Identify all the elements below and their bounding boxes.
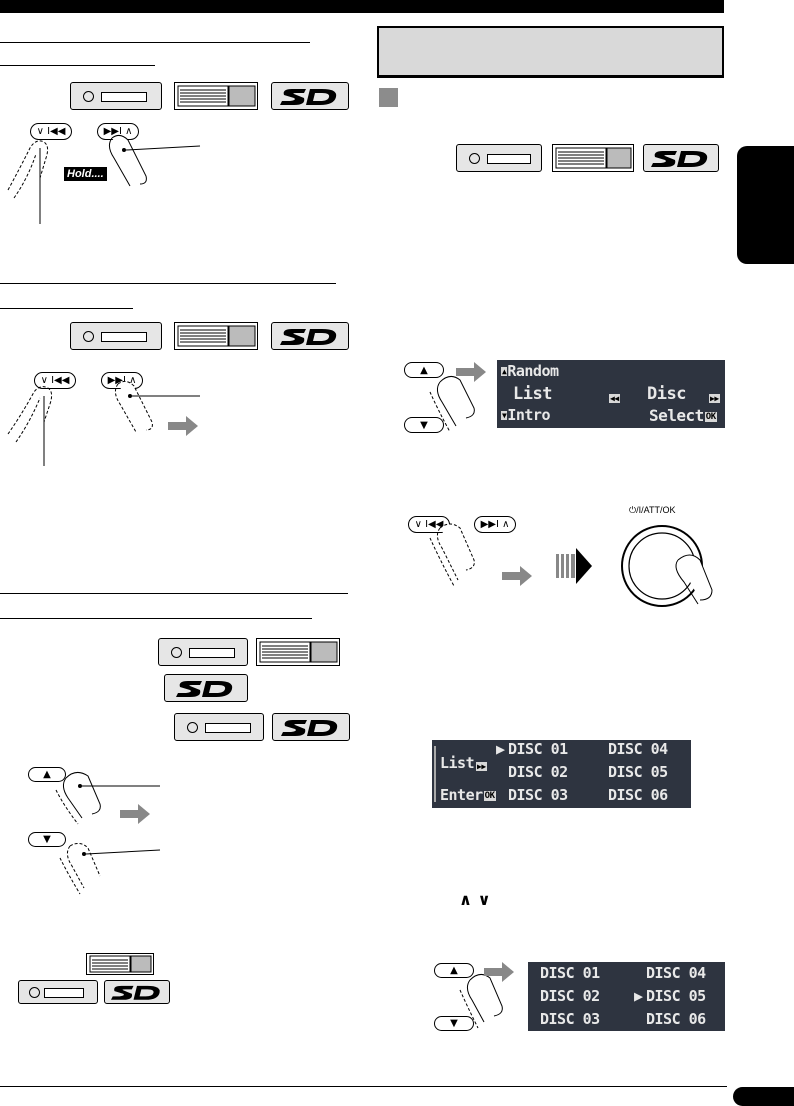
finger-press-illustration [7, 134, 201, 224]
cd-player-icon [70, 82, 162, 110]
cd-changer-icon [552, 144, 634, 172]
lcd-disc-list-selected: DISC 01 DISC 02 DISC 03 ▶ DISC 04 DISC 0… [528, 962, 725, 1031]
menu-option-disc: Disc [647, 384, 686, 404]
ok-button-label: ⏻/I/ATT/OK [629, 505, 676, 515]
finger-press-illustration [429, 362, 486, 433]
down-button[interactable]: ▼ [404, 417, 444, 433]
disc-item: DISC 02 [540, 987, 600, 1005]
heading-rule-2b [0, 308, 133, 309]
down-indicator-icon: ▼ [501, 411, 508, 420]
up-button[interactable]: ▲ [404, 362, 444, 378]
sd-card-icon [643, 144, 719, 172]
cd-player-icon [18, 980, 98, 1004]
skip-indicator-icon: ▶▶ [476, 762, 487, 771]
sd-card-icon [271, 82, 349, 110]
heading-rule-1a [0, 42, 310, 43]
cd-player-icon [456, 144, 542, 172]
up-button[interactable]: ▲ [28, 767, 66, 782]
cd-changer-icon [174, 322, 258, 350]
ok-indicator: OK [483, 790, 496, 801]
sd-card-icon [164, 674, 248, 702]
cd-player-icon [174, 713, 264, 741]
cd-changer-icon [174, 82, 258, 110]
disc-item: DISC 03 [508, 786, 568, 804]
finger-slide-illustration [7, 380, 200, 466]
prev-skip-button[interactable]: ∨ I◀◀ [34, 372, 76, 389]
skip-then-ok-illustration [429, 523, 713, 607]
heading-rule-3b [0, 618, 312, 619]
disc-item: DISC 01 [540, 964, 600, 982]
finger-press-illustration [459, 962, 514, 1029]
up-down-finger-illustration [55, 772, 161, 895]
list-label: List [440, 754, 475, 772]
up-indicator-icon: ▲ [501, 367, 508, 376]
sd-card-icon [271, 322, 349, 350]
heading-rule-3a [0, 593, 348, 594]
menu-item-random: Random [507, 362, 559, 380]
disc-item: DISC 05 [608, 763, 668, 781]
menu-item-intro: Intro [507, 406, 550, 424]
next-indicator-icon: ▶▶ [709, 394, 720, 403]
page-number-tab [733, 1087, 794, 1106]
up-down-arrows: ∧ ∨ [459, 890, 491, 909]
language-side-tab [737, 146, 794, 264]
disc-item: DISC 04 [646, 964, 706, 982]
down-button[interactable]: ▼ [28, 832, 66, 847]
disc-item: DISC 04 [608, 740, 668, 758]
enter-label: Enter [440, 786, 483, 804]
hold-badge: Hold.... [64, 167, 107, 181]
menu-option-select: Select [649, 406, 704, 425]
top-bar [0, 0, 724, 13]
disc-item: DISC 03 [540, 1010, 600, 1028]
subsection-marker [379, 88, 398, 107]
sd-card-icon [104, 980, 170, 1004]
section-header-box [377, 26, 724, 75]
next-skip-button[interactable]: ▶▶I ∧ [474, 516, 516, 533]
ok-indicator: OK [704, 411, 717, 422]
heading-rule-2a [0, 283, 336, 284]
scroll-indicator [434, 746, 436, 802]
disc-item: DISC 02 [508, 763, 568, 781]
section-header-rule [377, 75, 724, 78]
bottom-rule [0, 1086, 727, 1087]
prev-skip-button[interactable]: ∨ I◀◀ [30, 123, 72, 140]
prev-indicator-icon: ◀◀ [609, 394, 620, 403]
disc-item: DISC 06 [608, 786, 668, 804]
heading-rule-1b [0, 65, 155, 66]
menu-item-list: List [513, 384, 552, 404]
disc-item: DISC 01 [508, 740, 568, 758]
cd-changer-icon [256, 638, 340, 666]
disc-item: DISC 06 [646, 1010, 706, 1028]
cd-changer-icon [86, 953, 154, 975]
down-button[interactable]: ▼ [434, 1016, 474, 1031]
cd-player-icon [158, 638, 248, 666]
sd-card-icon [272, 713, 350, 741]
up-button[interactable]: ▲ [434, 963, 474, 978]
cd-player-icon [70, 322, 162, 350]
disc-item: DISC 05 [646, 987, 706, 1005]
